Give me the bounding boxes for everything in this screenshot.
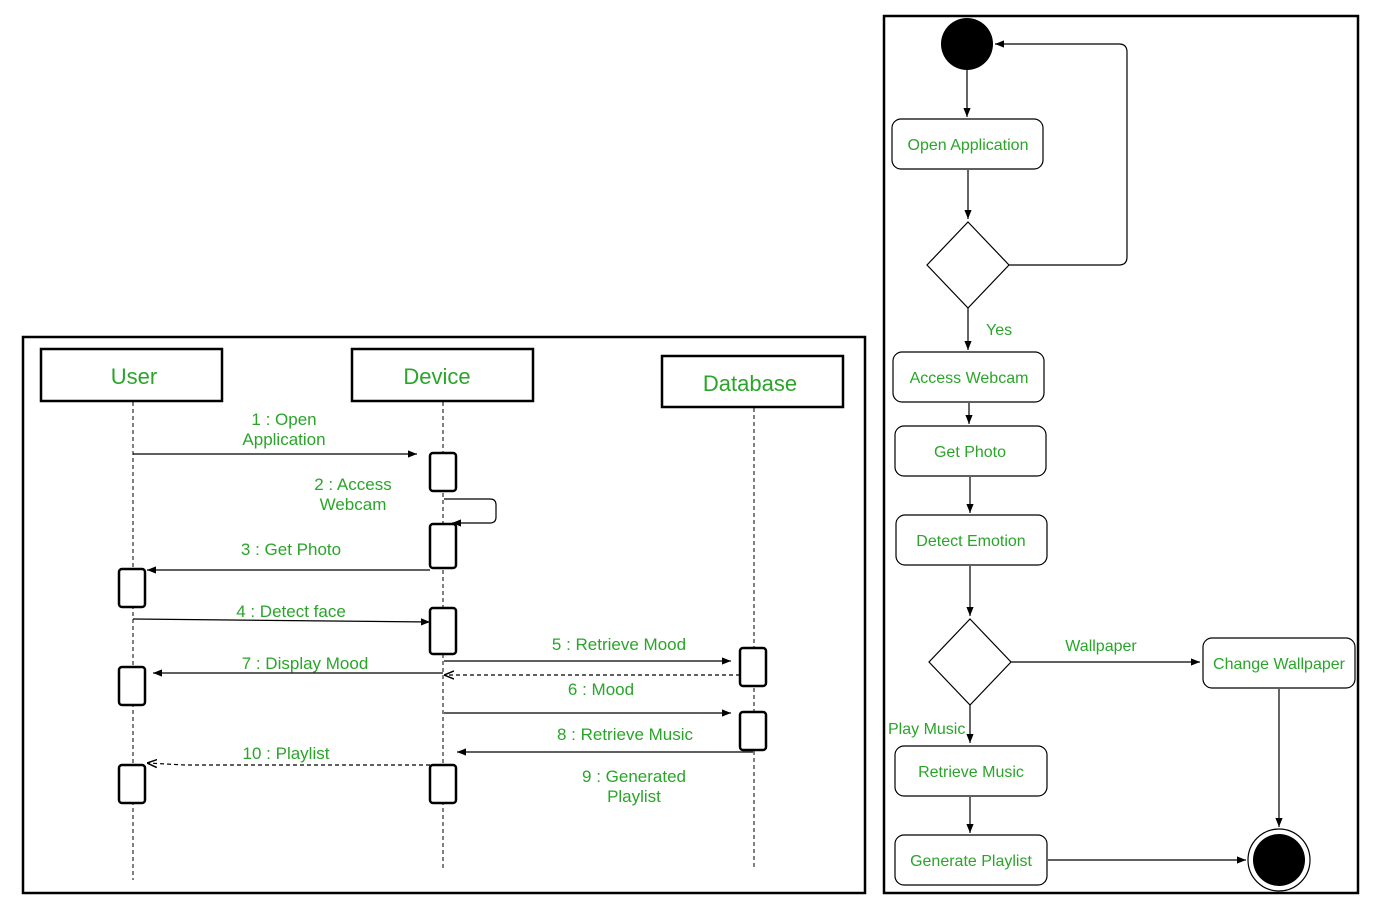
node-retrieve-music-label: Retrieve Music [918,764,1024,781]
message-9-label-line1: 9 : Generated [582,767,686,786]
message-4-arrow [132,618,431,626]
node-open-application-label: Open Application [908,137,1029,154]
message-1-label-line2: Application [242,430,325,449]
activation-device-3 [428,606,458,656]
message-3-label: 3 : Get Photo [241,540,341,559]
decision-node-1 [926,221,1010,309]
guard-wallpaper: Wallpaper [1065,638,1137,655]
activation-database-1 [738,646,768,688]
activity-frame [882,14,1360,895]
message-8-label: 8 : Retrieve Music [557,725,694,744]
lifeline-user-box [39,347,224,403]
node-detect-emotion [895,514,1048,566]
message-9-label-line2: Playlist [607,787,661,806]
decision-node-2 [928,618,1012,706]
activation-device-4 [428,763,458,805]
lifeline-device-box [350,347,535,403]
node-open-application [891,118,1044,170]
final-node [1253,834,1305,886]
node-change-wallpaper [1202,637,1356,689]
lifeline-user-label: User [111,364,157,389]
node-generate-playlist [894,834,1048,886]
activation-user-2 [117,665,147,707]
message-1-label-line1: 1 : Open [251,410,316,429]
activation-device-2 [428,522,458,570]
node-access-webcam [892,351,1045,403]
activation-user-1 [117,567,147,609]
message-2-label-line2: Webcam [320,495,387,514]
message-2-self-arrow [444,498,497,527]
node-access-webcam-label: Access Webcam [910,370,1029,387]
activation-user-3 [117,763,147,805]
activation-device-1 [428,451,458,493]
message-7-label: 7 : Display Mood [242,654,369,673]
node-retrieve-music [894,745,1048,797]
message-4-label: 4 : Detect face [236,602,346,621]
lifeline-device-label: Device [403,364,470,389]
message-2-label-line1: 2 : Access [314,475,391,494]
message-10-return-arrow [147,763,430,765]
lifeline-database-label: Database [703,371,797,396]
node-get-photo-label: Get Photo [934,444,1006,461]
activity-diagram: Open Application Yes Access Webcam Get P… [882,14,1360,895]
initial-node [941,18,993,70]
node-detect-emotion-label: Detect Emotion [916,533,1025,550]
guard-yes: Yes [986,322,1012,339]
lifeline-database-box [660,354,845,409]
node-get-photo [894,425,1047,477]
flow-loop-back [995,40,1128,266]
guard-play-music: Play Music [888,721,965,738]
message-5-label: 5 : Retrieve Mood [552,635,686,654]
message-6-label: 6 : Mood [568,680,634,699]
node-change-wallpaper-label: Change Wallpaper [1213,656,1346,673]
message-10-label: 10 : Playlist [243,744,330,763]
node-generate-playlist-label: Generate Playlist [910,853,1032,870]
sequence-diagram: User Device Database 1 : Open Applicatio… [21,335,867,895]
sequence-frame [21,335,867,895]
activation-database-2 [738,710,768,752]
